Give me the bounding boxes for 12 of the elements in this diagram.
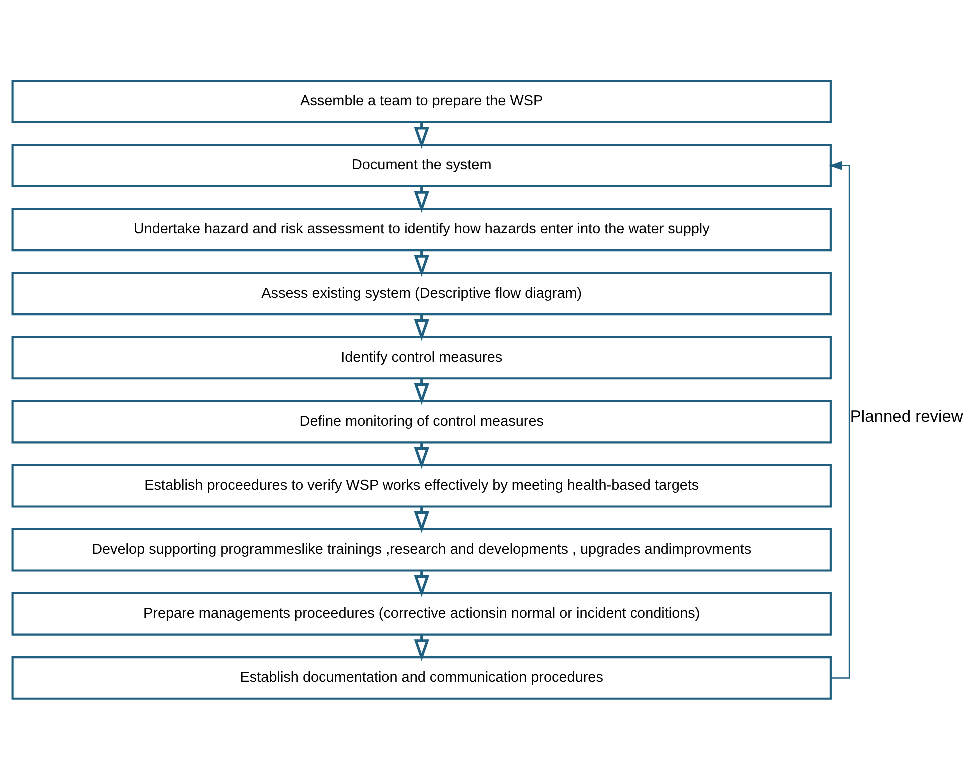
node-box: Document the system xyxy=(12,144,832,188)
arrow xyxy=(829,161,850,679)
node-box: Establish proceedures to verify WSP works effectively by meeting health-based targets xyxy=(12,464,832,508)
node-box: Define monitoring of control measures xyxy=(12,400,832,444)
node-box: Establish documentation and communication procedures xyxy=(12,656,832,700)
node-box: Assess existing system (Descriptive flow diagram) xyxy=(12,272,832,316)
node-box: Prepare managements proceedures (corrective actionsin normal or incident conditions) xyxy=(12,592,832,636)
node-box: Identify control measures xyxy=(12,336,832,380)
node-box: Assemble a team to prepare the WSP xyxy=(12,80,832,124)
edge-label: Planned review xyxy=(850,406,964,426)
node-box: Undertake hazard and risk assessment to identify how hazards enter into the water supply xyxy=(12,208,832,252)
node-box: Develop supporting programmeslike trainings ,research and developments , upgrades andimprovments xyxy=(12,528,832,572)
